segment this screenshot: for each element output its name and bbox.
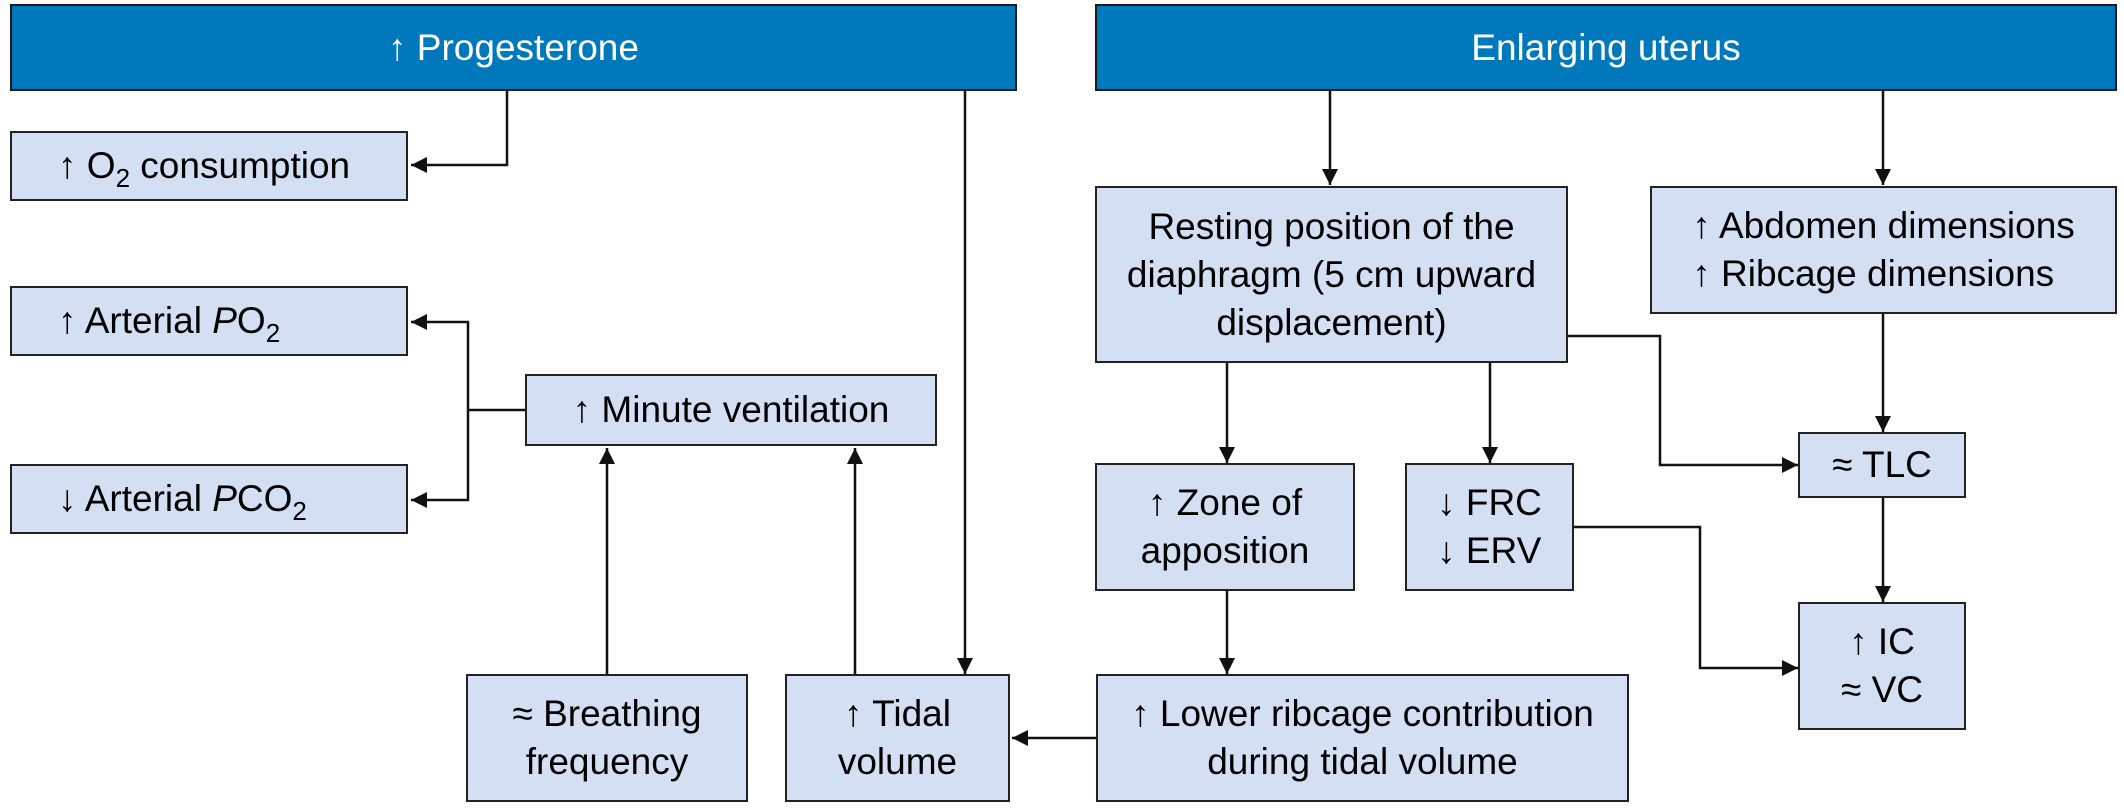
arterial-po2-label: ↑ Arterial PO2 — [58, 300, 281, 348]
ribcage-dimensions-line: ↑ Ribcage dimensions — [1692, 253, 2055, 294]
zone-of-apposition-box: ↑ Zone of apposition — [1095, 463, 1355, 591]
arterial-po2-box: ↑ Arterial PO2 — [10, 286, 408, 356]
breathing-frequency-line-2: frequency — [525, 741, 689, 782]
arrow-progesterone-to-o2 — [411, 91, 509, 173]
enlarging-uterus-header: Enlarging uterus — [1095, 4, 2117, 91]
arterial-pco2-label: ↓ Arterial PCO2 — [58, 478, 307, 526]
progesterone-header-label: ↑ Progesterone — [388, 26, 639, 68]
arterial-pco2-box: ↓ Arterial PCO2 — [10, 464, 408, 534]
lower-ribcage-line-2: during tidal volume — [1207, 741, 1518, 782]
enlarging-uterus-header-label: Enlarging uterus — [1471, 26, 1741, 68]
ic-vc-box: ↑ IC ≈ VC — [1798, 602, 1966, 730]
dimensions-box: ↑ Abdomen dimensions ↑ Ribcage dimension… — [1650, 186, 2117, 314]
arrow-diaphragm-to-tlc — [1568, 334, 1798, 473]
zone-of-apposition-line-2: apposition — [1140, 530, 1310, 571]
diaphragm-line-3: displacement) — [1216, 301, 1447, 343]
o2-consumption-label: ↑ O2 consumption — [58, 145, 351, 193]
progesterone-header: ↑ Progesterone — [10, 4, 1017, 91]
tidal-volume-box: ↑ Tidal volume — [785, 674, 1010, 802]
zone-of-apposition-line-1: ↑ Zone of — [1147, 482, 1303, 523]
diaphragm-line-2: diaphragm (5 cm upward — [1126, 253, 1537, 295]
tidal-volume-line-2: volume — [837, 741, 958, 782]
arrow-frc-to-ic — [1574, 525, 1798, 676]
o2-consumption-box: ↑ O2 consumption — [10, 131, 408, 201]
breathing-frequency-line-1: ≈ Breathing — [512, 693, 702, 734]
vc-line: ≈ VC — [1841, 669, 1923, 710]
ic-line: ↑ IC — [1849, 621, 1915, 662]
arrow-to-arterial-pco2 — [411, 410, 470, 508]
minute-ventilation-label: ↑ Minute ventilation — [572, 389, 890, 430]
tlc-box: ≈ TLC — [1798, 432, 1966, 498]
abdomen-dimensions-line: ↑ Abdomen dimensions — [1692, 205, 2075, 246]
diaphragm-line-1: Resting position of the — [1148, 205, 1515, 247]
breathing-frequency-box: ≈ Breathing frequency — [466, 674, 748, 802]
arrow-to-arterial-po2 — [411, 314, 470, 410]
frc-erv-box: ↓ FRC ↓ ERV — [1405, 463, 1574, 591]
frc-line: ↓ FRC — [1437, 482, 1542, 523]
lower-ribcage-line-1: ↑ Lower ribcage contribution — [1131, 693, 1594, 734]
tidal-volume-line-1: ↑ Tidal — [844, 693, 951, 734]
lower-ribcage-box: ↑ Lower ribcage contribution during tida… — [1096, 674, 1629, 802]
minute-ventilation-box: ↑ Minute ventilation — [525, 374, 937, 446]
tlc-label: ≈ TLC — [1832, 444, 1932, 485]
diaphragm-box: Resting position of the diaphragm (5 cm … — [1095, 186, 1568, 363]
erv-line: ↓ ERV — [1437, 530, 1542, 571]
